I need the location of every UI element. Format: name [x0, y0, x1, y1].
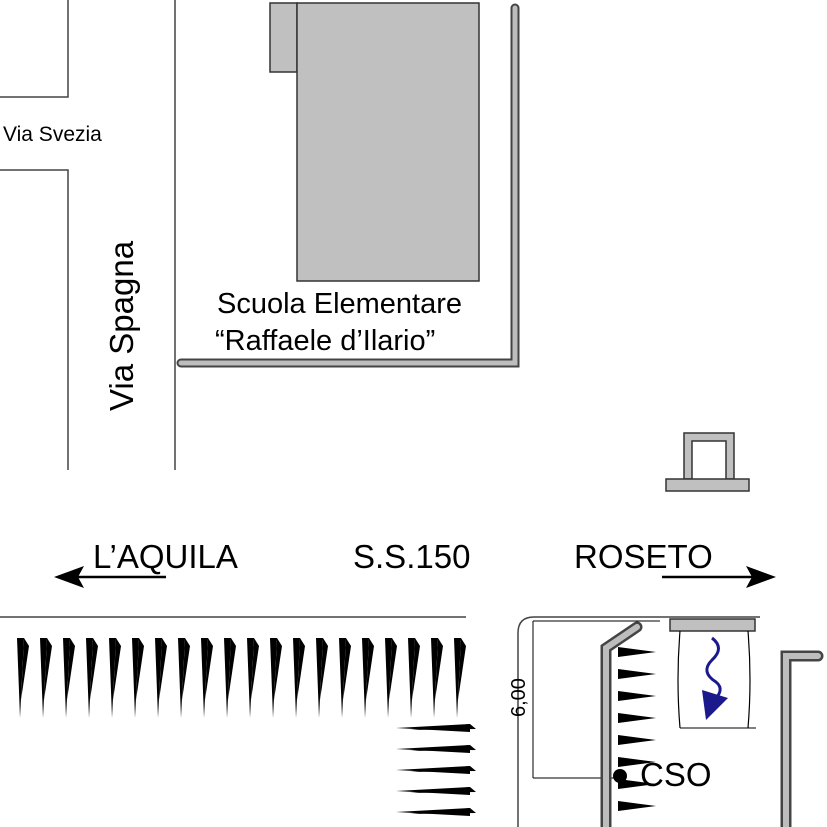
school-building — [269, 2, 480, 282]
spike-symbol — [366, 638, 374, 700]
spike-symbol — [316, 638, 323, 718]
spike-symbol — [458, 638, 466, 700]
spike-symbol — [410, 787, 476, 793]
spike-symbol — [293, 638, 300, 718]
school-name-line2: “Raffaele d’Ilario” — [215, 325, 435, 357]
spike-symbol — [410, 766, 476, 772]
spike-symbol — [618, 779, 656, 789]
right-kerb — [780, 650, 824, 827]
spike-symbol — [389, 638, 397, 700]
spike-symbol — [618, 669, 656, 679]
drain-inlet — [669, 618, 756, 729]
spike-symbol — [435, 638, 443, 700]
spike-symbol — [224, 638, 231, 718]
tree-row-icon — [17, 638, 466, 718]
spike-symbol — [44, 638, 52, 700]
hedge-row-horizontal — [396, 724, 476, 816]
spike-symbol — [21, 638, 29, 700]
spike-symbol — [339, 638, 346, 718]
spike-symbol — [113, 638, 121, 700]
spike-symbol — [159, 638, 167, 700]
spike-symbol — [412, 638, 420, 700]
spike-symbol — [431, 638, 438, 718]
spike-symbol — [270, 638, 277, 718]
spike-symbol — [201, 638, 208, 718]
spike-symbol — [410, 808, 476, 814]
direction-right-label: ROSETO — [574, 538, 713, 575]
street-outlines — [0, 0, 760, 827]
spike-symbol — [618, 801, 656, 811]
spike-symbol — [90, 638, 98, 700]
dimension-label: 6,00 — [508, 678, 530, 717]
school-kerb — [176, 3, 520, 368]
spike-symbol — [618, 691, 656, 701]
spike-symbol — [178, 638, 185, 718]
dimension-marker — [532, 620, 660, 779]
spike-symbol — [247, 638, 254, 718]
spike-symbol — [410, 745, 476, 751]
spike-symbol — [410, 724, 476, 730]
bus-shelter — [665, 432, 750, 492]
spike-symbol — [274, 638, 282, 700]
cso-point-marker — [613, 769, 627, 783]
via-svezia-label: Via Svezia — [3, 123, 102, 146]
spike-symbol — [228, 638, 236, 700]
spike-symbol — [297, 638, 305, 700]
spike-symbol — [86, 638, 93, 718]
spike-symbol — [251, 638, 259, 700]
spike-symbol — [362, 638, 369, 718]
flow-arrow-icon — [702, 636, 728, 720]
spike-symbol — [182, 638, 190, 700]
school-name-line1: Scuola Elementare — [217, 288, 462, 320]
spike-symbol — [40, 638, 47, 718]
spike-symbol — [63, 638, 70, 718]
spike-symbol — [408, 638, 415, 718]
spike-symbol — [618, 735, 656, 745]
spike-symbol — [618, 757, 656, 767]
cso-label: CSO — [640, 756, 712, 793]
spike-symbol — [618, 647, 656, 657]
arrow-left-icon — [54, 566, 166, 588]
road-name-label: S.S.150 — [353, 538, 470, 575]
spike-symbol — [343, 638, 351, 700]
spike-symbol — [320, 638, 328, 700]
spike-symbol — [67, 638, 75, 700]
spike-symbol — [132, 638, 139, 718]
via-spagna-label: Via Spagna — [103, 240, 140, 411]
spike-symbol — [109, 638, 116, 718]
spike-symbol — [136, 638, 144, 700]
spike-symbol — [155, 638, 162, 718]
hedge-row-small — [618, 647, 656, 811]
direction-left-label: L’AQUILA — [93, 538, 238, 575]
spike-symbol — [17, 638, 24, 718]
cso-kerb — [600, 621, 643, 827]
spike-symbol — [454, 638, 461, 718]
spike-symbol — [618, 713, 656, 723]
arrow-right-icon — [662, 566, 776, 588]
spike-symbol — [205, 638, 213, 700]
spike-symbol — [385, 638, 392, 718]
